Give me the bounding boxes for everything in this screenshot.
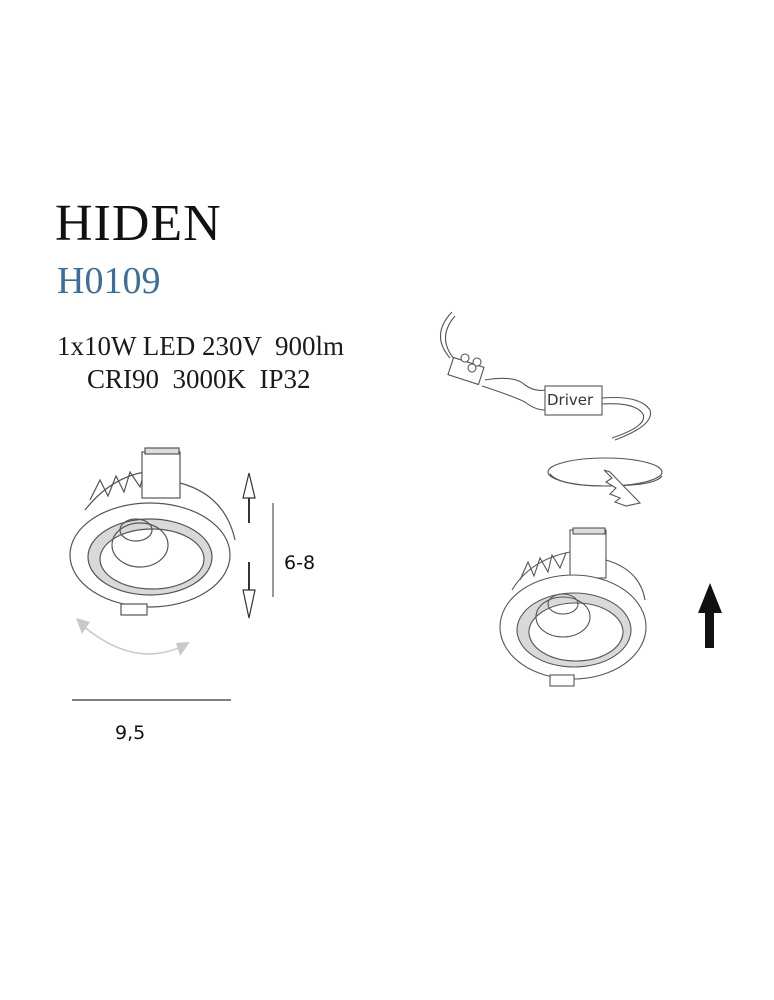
width-dimension-label: 9,5 [115,722,146,744]
rotation-arrow-icon [76,618,190,656]
product-name: HIDEN [55,195,222,252]
up-arrow-icon [698,583,722,648]
downlight-drawing-left [69,447,236,616]
specs-line-1: 1x10W LED 230V 900lm [57,331,344,361]
specs-line-2: CRI90 3000K IP32 [87,364,311,394]
height-dimension-label: 6-8 [284,552,316,574]
height-arrows-icon [242,472,256,619]
driver-label: Driver [547,391,594,409]
product-code: H0109 [57,260,161,302]
installation-drawing [439,311,663,687]
